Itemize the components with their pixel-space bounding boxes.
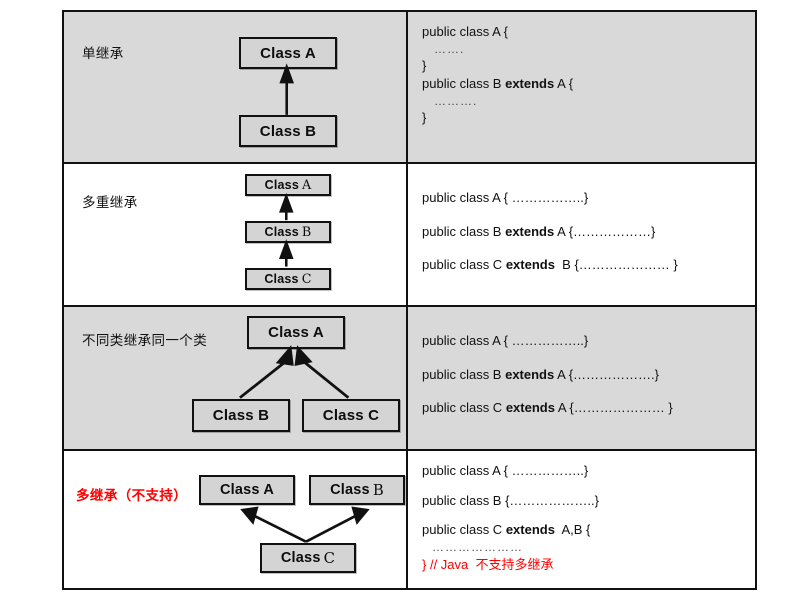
code-l2a-row2: public class B — [422, 223, 506, 239]
code-line-1-row4: public class A { ……………..} — [422, 463, 589, 478]
row-label-single-inheritance: 单继承 — [82, 46, 124, 61]
arrow-layer-row1 — [279, 63, 295, 115]
code-line-2-row2: public class B extends A {………………} — [422, 223, 741, 239]
code-line-6-row1: } — [422, 110, 427, 126]
code-line-2-row4: public class B {………………..} — [422, 492, 599, 508]
code-line-3-row2: public class C extends B {………………… } — [422, 258, 741, 272]
code-l3c-row4: A,B { — [554, 522, 591, 538]
code-l2a-row3: public class B — [422, 366, 506, 382]
arrow-layer-row2 — [279, 192, 294, 267]
class-box-b-row2-label: Class — [264, 225, 299, 239]
code-block-row4: public class A { ……………..} public class B… — [408, 451, 755, 588]
class-box-c-row2-tail: C — [301, 271, 312, 287]
code-l3a-row4: public class C — [422, 522, 506, 538]
class-box-b-row1-label: Class B — [259, 122, 317, 140]
code-line-1-row2: public class A { ……………..} — [422, 190, 589, 205]
inheritance-table: 单继承 Class A Class B public class A { — [62, 10, 757, 590]
keyword-extends-row1: extends — [505, 75, 555, 91]
code-line-3-row4: public class C extends A,B { — [422, 523, 741, 537]
keyword-extends-1-row3: extends — [505, 366, 555, 382]
code-l2c-row2: A {………………} — [554, 223, 656, 239]
class-box-b-row1: Class B — [239, 115, 337, 147]
code-cell-row1: public class A { ……. } public class B ex… — [408, 12, 755, 162]
code-l4a-row1: public class B — [422, 75, 506, 91]
class-box-c-row2-label: Class — [264, 272, 299, 286]
code-line-1-row3: public class A { ……………..} — [422, 333, 589, 348]
class-box-b-row4-tail: B — [372, 481, 384, 499]
code-l3c-row3: A {………………… } — [554, 400, 673, 416]
class-box-a-row2-label: Class — [264, 178, 299, 192]
code-l3a-row3: public class C — [422, 400, 506, 416]
arrow-c-to-a-row4-shaft — [254, 514, 307, 543]
arrow-c-to-b-row4-head — [351, 506, 370, 525]
code-line-1-row1: public class A { — [422, 24, 508, 39]
arrow-c-to-a-row3-head — [294, 345, 313, 366]
table-row-hierarchical-inheritance: 不同类继承同一个类 Class A Class B Class C — [64, 305, 755, 449]
class-box-a-row2-tail: A — [301, 177, 312, 193]
diagram-cell-row3: 不同类继承同一个类 Class A Class B Class C — [64, 307, 408, 449]
class-box-b-row4-label: Class — [330, 482, 370, 498]
keyword-extends-2-row3: extends — [505, 400, 555, 416]
code-line-5-row4-comment: } // Java 不支持多继承 — [422, 556, 554, 572]
class-box-c-row3: Class C — [302, 399, 400, 432]
code-block-row3: public class A { ……………..} public class B… — [408, 307, 755, 449]
code-block-row1: public class A { ……. } public class B ex… — [408, 12, 755, 162]
arrow-c-to-a-row3-shaft — [301, 359, 350, 399]
keyword-extends-row4: extends — [505, 522, 555, 538]
code-line-2-row3: public class B extends A {……………….} — [422, 366, 741, 382]
arrow-c-to-b-row2-head — [279, 239, 294, 259]
code-line-4-row1: public class B extends A { — [422, 77, 741, 91]
code-l3a-row2: public class C — [422, 257, 506, 273]
diagram-cell-row1: 单继承 Class A Class B — [64, 12, 408, 162]
row-label-hierarchical-inheritance: 不同类继承同一个类 — [82, 333, 208, 348]
row-label-multiple-inheritance: 多继承（不支持） — [76, 488, 188, 503]
class-box-a-row1: Class A — [239, 37, 337, 69]
class-box-c-row4-label: Class — [280, 550, 321, 566]
keyword-extends-1-row2: extends — [505, 223, 555, 239]
code-line-4-row4: ………………… — [432, 539, 523, 554]
code-line-2-row1: ……. — [434, 41, 465, 56]
arrow-b-to-a-row3-shaft — [239, 359, 289, 399]
row-label-multilevel-inheritance: 多重继承 — [82, 195, 138, 210]
class-box-b-row3-label: Class B — [212, 407, 270, 424]
code-l2c-row3: A {……………….} — [554, 366, 659, 382]
arrow-c-to-b-row4-shaft — [305, 514, 356, 543]
code-l4c-row1: A { — [554, 75, 574, 91]
arrow-b-to-a-row1-head — [279, 63, 295, 84]
arrow-b-to-a-row3-head — [275, 345, 294, 366]
class-box-a-row3-label: Class A — [268, 324, 324, 341]
class-box-c-row4-tail: C — [323, 549, 336, 567]
code-line-3-row3: public class C extends A {………………… } — [422, 401, 741, 415]
class-box-a-row1-label: Class A — [260, 44, 316, 62]
class-box-c-row3-label: Class C — [322, 407, 380, 424]
code-block-row2: public class A { ……………..} public class B… — [408, 164, 755, 305]
table-row-single-inheritance: 单继承 Class A Class B public class A { — [64, 12, 755, 162]
code-line-3-row1: } — [422, 58, 427, 74]
code-cell-row4: public class A { ……………..} public class B… — [408, 451, 755, 588]
code-l3c-row2: B {………………… } — [554, 257, 678, 273]
class-box-b-row3: Class B — [192, 399, 290, 432]
keyword-extends-2-row2: extends — [505, 257, 555, 273]
class-box-a-row4: Class A — [199, 475, 295, 505]
arrow-c-to-a-row4-head — [240, 506, 259, 525]
code-cell-row2: public class A { ……………..} public class B… — [408, 164, 755, 305]
class-box-b-row2-tail: B — [301, 224, 312, 240]
class-box-a-row4-label: Class A — [219, 482, 275, 498]
code-line-5-row1: ………. — [434, 93, 478, 108]
code-cell-row3: public class A { ……………..} public class B… — [408, 307, 755, 449]
class-box-a-row3: Class A — [247, 316, 345, 349]
arrow-b-to-a-row2-head — [279, 192, 294, 213]
